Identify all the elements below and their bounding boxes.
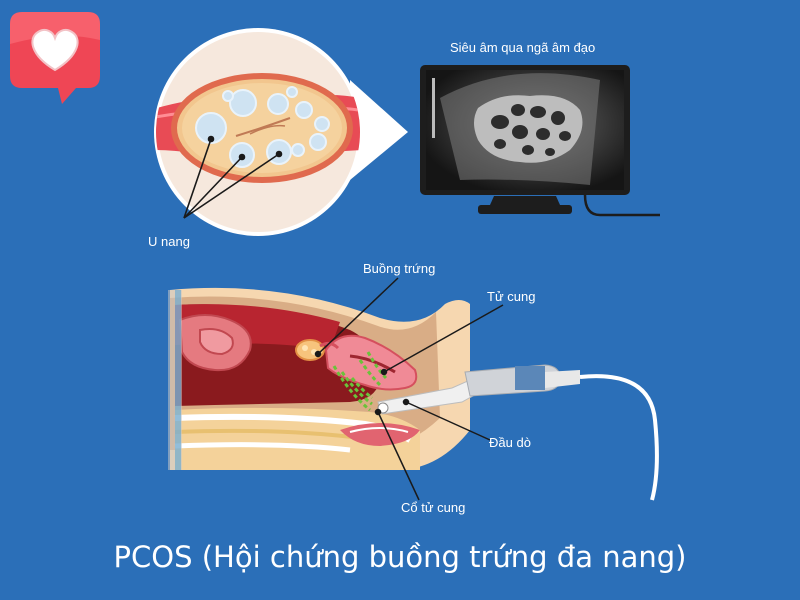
cyst-pointers (183, 135, 283, 219)
cervix-label: Cổ tử cung (401, 500, 466, 515)
ovary-zoom-circle (154, 28, 362, 236)
ovary-label: Buồng trứng (363, 261, 436, 276)
ultrasound-waves (332, 351, 388, 412)
pelvic-cross-section (168, 277, 659, 501)
uterus (324, 334, 418, 391)
ovary-small (295, 339, 325, 361)
zoom-pointer (350, 80, 408, 180)
monitor-caption: Siêu âm qua ngã âm đạo (450, 40, 596, 55)
heart-badge (10, 12, 100, 104)
intestine (178, 314, 252, 372)
probe-label: Đầu dò (489, 435, 531, 450)
uterus-label: Tử cung (487, 289, 536, 304)
cyst-label: U nang (148, 234, 190, 249)
cysts (195, 86, 330, 168)
ultrasound-monitor (420, 65, 660, 217)
ultrasound-probe (377, 364, 659, 501)
page-title: PCOS (Hội chứng buồng trứng đa nang) (113, 540, 687, 574)
heart-icon (31, 28, 79, 72)
label-pointers (314, 277, 504, 501)
